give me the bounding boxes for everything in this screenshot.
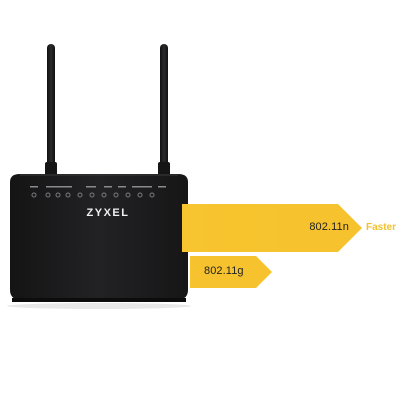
right-antenna-icon <box>158 44 170 178</box>
speed-arrow-80211n: 802.11n <box>182 204 362 252</box>
arrow-shape-icon <box>182 204 362 252</box>
speed-label-80211n: 802.11n <box>309 221 349 233</box>
speed-label-80211g: 802.11g <box>204 265 244 277</box>
router-body <box>7 174 191 309</box>
brand-logo: ZYXEL <box>86 207 130 219</box>
led-indicator-icon <box>31 192 155 198</box>
speed-arrow-80211g: 802.11g <box>190 256 272 288</box>
left-antenna-icon <box>45 44 57 178</box>
faster-text: Faster <box>366 222 397 233</box>
arrow-shape-icon <box>190 256 272 288</box>
